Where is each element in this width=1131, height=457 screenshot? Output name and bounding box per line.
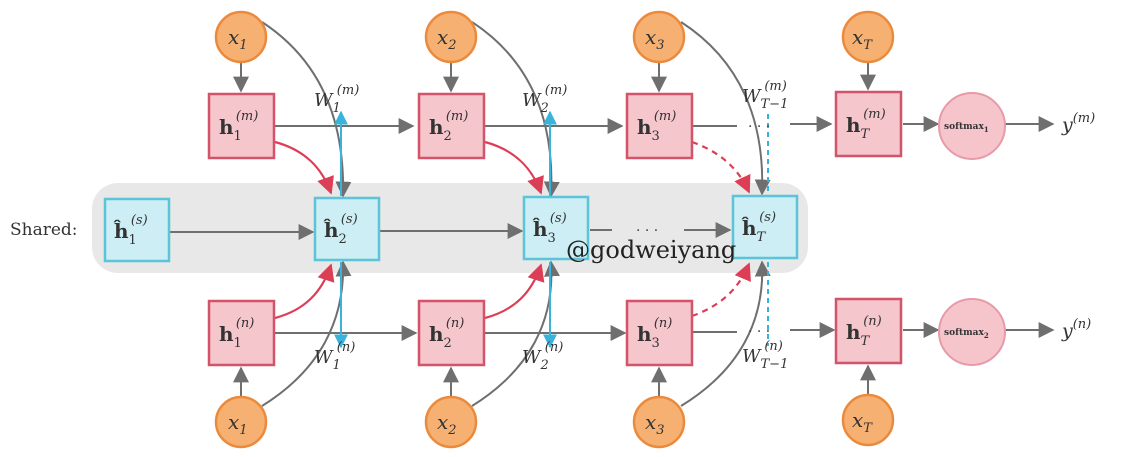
bottom-hidden-h1: h1(n) [207, 299, 276, 367]
bottom-input-x1: x1 [214, 395, 268, 449]
svg-text:xT: xT [852, 408, 873, 436]
shared-row-arrows [170, 222, 732, 240]
top-hidden-h3: h3(m) [625, 92, 694, 160]
watermark: @godweiyang [566, 236, 736, 264]
input-to-shared-curves [261, 21, 771, 407]
shared-ellipsis: · · · [636, 223, 658, 239]
bottom-hidden-h3: h3(n) [625, 299, 694, 367]
bottom-input-x3: x3 [632, 395, 686, 449]
output-top: y(m) [1061, 111, 1095, 136]
svg-text:h3(n): h3(n) [637, 316, 672, 351]
svg-text:x3: x3 [645, 410, 665, 438]
svg-text:h1(n): h1(n) [219, 316, 254, 351]
svg-text:softmax2: softmax2 [944, 328, 989, 340]
bottom-input-x2: x2 [424, 395, 478, 449]
bottom-ellipsis: · · · [748, 324, 770, 340]
svg-text:softmax1: softmax1 [944, 122, 989, 134]
weight-label-top-2: W2(m) [522, 83, 567, 116]
svg-text:hT(m): hT(m) [846, 107, 886, 142]
top-input-x3: x3 [632, 10, 686, 64]
top-input-x2: x2 [424, 10, 478, 64]
bottom-row-arrows [275, 322, 1055, 341]
svg-text:h1(m): h1(m) [219, 109, 258, 144]
svg-text:x1: x1 [228, 25, 248, 53]
shared-label: Shared: [10, 220, 78, 240]
svg-text:ĥ1(s): ĥ1(s) [113, 213, 148, 248]
top-hidden-h1: h1(m) [207, 92, 276, 160]
input-arrows [233, 62, 876, 397]
bottom-hidden-h2: h2(n) [417, 299, 486, 367]
shared-band [92, 183, 808, 273]
svg-text:x1: x1 [228, 410, 248, 438]
svg-text:h3(m): h3(m) [637, 109, 676, 144]
weight-label-top-1: W1(m) [314, 83, 359, 116]
top-ellipsis: · · · [748, 119, 770, 135]
svg-text:xT: xT [852, 25, 873, 53]
weight-label-top-T: WT−1(m) [742, 79, 788, 112]
weight-lines [334, 110, 769, 349]
weight-label-bottom-1: W1(n) [314, 340, 355, 373]
shared-hidden-hT: ĥT(s) [731, 194, 799, 260]
shared-hidden-h1: ĥ1(s) [103, 197, 171, 263]
weight-label-bottom-T: WT−1(n) [742, 339, 788, 372]
shared-hidden-h3: ĥ3(s) [522, 195, 590, 261]
weight-label-bottom-2: W2(n) [522, 340, 563, 373]
svg-text:ĥ2(s): ĥ2(s) [323, 212, 358, 247]
output-bottom: y(n) [1061, 317, 1091, 342]
top-row-arrows [275, 116, 1055, 134]
svg-text:hT(n): hT(n) [846, 314, 882, 349]
bottom-input-xT: xT [841, 393, 895, 447]
svg-text:x3: x3 [645, 25, 665, 53]
svg-text:h2(m): h2(m) [429, 109, 468, 144]
softmax-bottom: softmax2 [938, 298, 1006, 366]
svg-text:h2(n): h2(n) [429, 316, 464, 351]
top-input-x1: x1 [214, 10, 268, 64]
svg-text:ĥT(s): ĥT(s) [741, 210, 776, 245]
softmax-top: softmax1 [938, 92, 1006, 160]
top-input-xT: xT [841, 10, 895, 64]
svg-text:ĥ3(s): ĥ3(s) [532, 211, 567, 246]
task-to-shared-arrows [274, 140, 751, 320]
svg-text:x2: x2 [437, 410, 457, 438]
svg-text:x2: x2 [437, 25, 457, 53]
top-hidden-h2: h2(m) [417, 92, 486, 160]
shared-hidden-h2: ĥ2(s) [313, 196, 381, 262]
bottom-hidden-hT: hT(n) [834, 297, 903, 365]
top-hidden-hT: hT(m) [834, 90, 903, 158]
